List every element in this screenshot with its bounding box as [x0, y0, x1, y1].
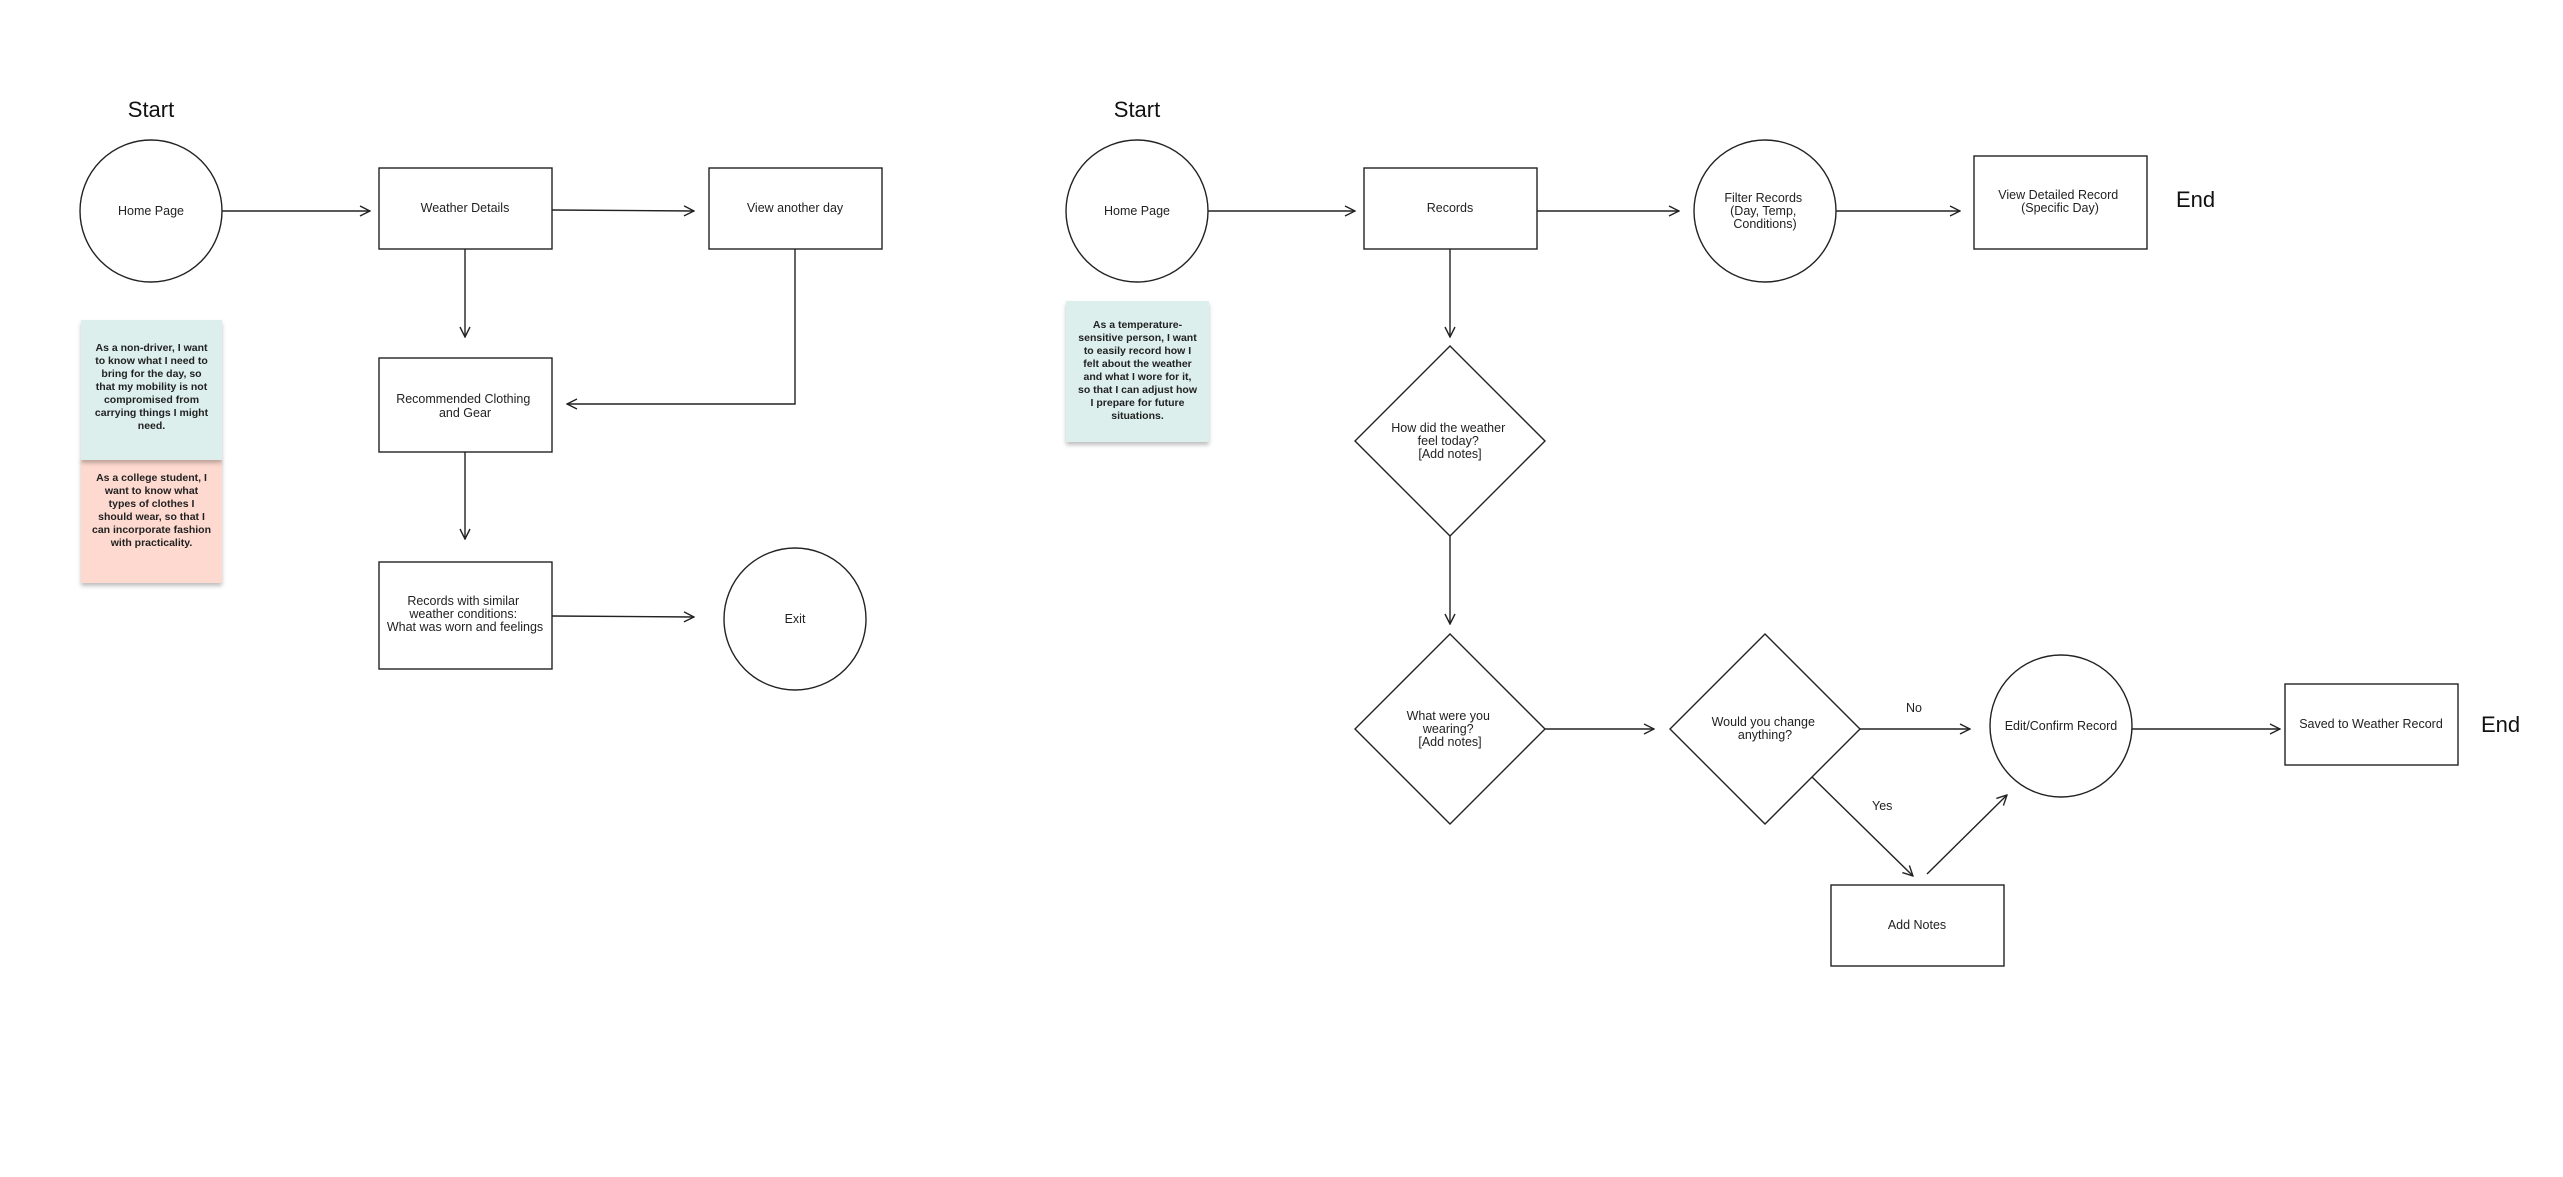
sticky-note-temperature-sensitive: As a temperature-sensitive person, I wan…	[1066, 301, 1209, 442]
how-did-weather-feel-line: feel today?	[1418, 434, 1479, 448]
svg-text:Recommended Clothing and: Recommended Clothing and Gear	[396, 392, 534, 420]
add-notes-label: Add Notes	[1888, 918, 1946, 932]
filter-records-line: (Day, Temp,	[1730, 204, 1796, 218]
svg-text:View Detailed Record (Sp: View Detailed Record (Specific Day)	[1998, 188, 2121, 215]
recommended-clothing-line: and Gear	[439, 406, 491, 420]
exit-label: Exit	[785, 612, 806, 626]
left-start-label: Start	[128, 97, 174, 122]
edge-add-notes-to-edit-confirm	[1926, 795, 2007, 875]
would-you-change-line: Would you change	[1712, 715, 1815, 729]
filter-records-node[interactable]: Filter Records (Day, Temp, Conditions)	[1693, 139, 1837, 283]
filter-records-line: Conditions)	[1733, 217, 1796, 231]
edge-records-similar-to-exit	[551, 616, 694, 617]
view-detailed-record-line: View Detailed Record	[1998, 188, 2118, 202]
records-similar-line: weather conditions:	[408, 607, 517, 621]
how-did-weather-feel-line: [Add notes]	[1418, 447, 1481, 461]
weather-details-label: Weather Details	[421, 201, 510, 215]
how-did-weather-feel-line: How did the weather	[1391, 421, 1505, 435]
exit-node[interactable]: Exit	[723, 547, 867, 691]
right-home-page-label: Home Page	[1104, 204, 1170, 218]
recommended-clothing-line: Recommended Clothing	[396, 392, 530, 406]
filter-records-line: Filter Records	[1724, 191, 1802, 205]
view-detailed-record-line: (Specific Day)	[2021, 201, 2099, 215]
svg-text:How did the weather feel: How did the weather feel today? [Add not…	[1391, 421, 1508, 461]
what-were-you-wearing-line: [Add notes]	[1418, 735, 1481, 749]
would-you-change-decision[interactable]: Would you change anything?	[1669, 633, 1861, 825]
edge-yes-label: Yes	[1872, 799, 1892, 813]
edge-change-to-add-notes-yes	[1811, 776, 1913, 876]
recommended-clothing-node[interactable]: Recommended Clothing and Gear	[378, 357, 553, 453]
end-top-label: End	[2176, 187, 2215, 212]
what-were-you-wearing-line: wearing?	[1422, 722, 1474, 736]
svg-text:Records with similar wea: Records with similar weather conditions:…	[387, 594, 543, 634]
right-start-label: Start	[1114, 97, 1160, 122]
what-were-you-wearing-line: What were you	[1407, 709, 1490, 723]
sticky-note-college-student: As a college student, I want to know wha…	[81, 458, 222, 583]
edit-confirm-record-node[interactable]: Edit/Confirm Record	[1989, 654, 2133, 798]
view-detailed-record-node[interactable]: View Detailed Record (Specific Day)	[1973, 155, 2148, 250]
svg-text:Would you change anythin: Would you change anything?	[1712, 715, 1819, 742]
right-home-page-node[interactable]: Home Page	[1065, 139, 1209, 283]
weather-details-node[interactable]: Weather Details	[378, 167, 553, 250]
how-did-weather-feel-decision[interactable]: How did the weather feel today? [Add not…	[1354, 345, 1546, 537]
sticky-note-non-driver: As a non-driver, I want to know what I n…	[81, 320, 222, 460]
edit-confirm-record-label: Edit/Confirm Record	[2005, 719, 2118, 733]
what-were-you-wearing-decision[interactable]: What were you wearing? [Add notes]	[1354, 633, 1546, 825]
edge-weather-details-to-view-another-day	[551, 210, 694, 211]
edge-view-another-day-to-recommended	[567, 249, 796, 404]
left-home-page-label: Home Page	[118, 204, 184, 218]
add-notes-node[interactable]: Add Notes	[1830, 884, 2005, 967]
would-you-change-line: anything?	[1738, 728, 1792, 742]
view-another-day-label: View another day	[747, 201, 844, 215]
view-another-day-node[interactable]: View another day	[708, 167, 883, 250]
records-label: Records	[1427, 201, 1474, 215]
records-similar-line: What was worn and feelings	[387, 620, 543, 634]
records-node[interactable]: Records	[1363, 167, 1538, 250]
edge-no-label: No	[1906, 701, 1922, 715]
svg-text:Filter Records (Day, Tem: Filter Records (Day, Temp, Conditions)	[1724, 191, 1805, 231]
svg-text:What were you wearing?: What were you wearing? [Add notes]	[1407, 709, 1494, 749]
records-similar-node[interactable]: Records with similar weather conditions:…	[378, 561, 553, 670]
records-similar-line: Records with similar	[407, 594, 519, 608]
end-bottom-label: End	[2481, 712, 2520, 737]
saved-to-weather-record-label: Saved to Weather Record	[2299, 717, 2443, 731]
left-home-page-node[interactable]: Home Page	[79, 139, 223, 283]
saved-to-weather-record-node[interactable]: Saved to Weather Record	[2284, 683, 2459, 766]
